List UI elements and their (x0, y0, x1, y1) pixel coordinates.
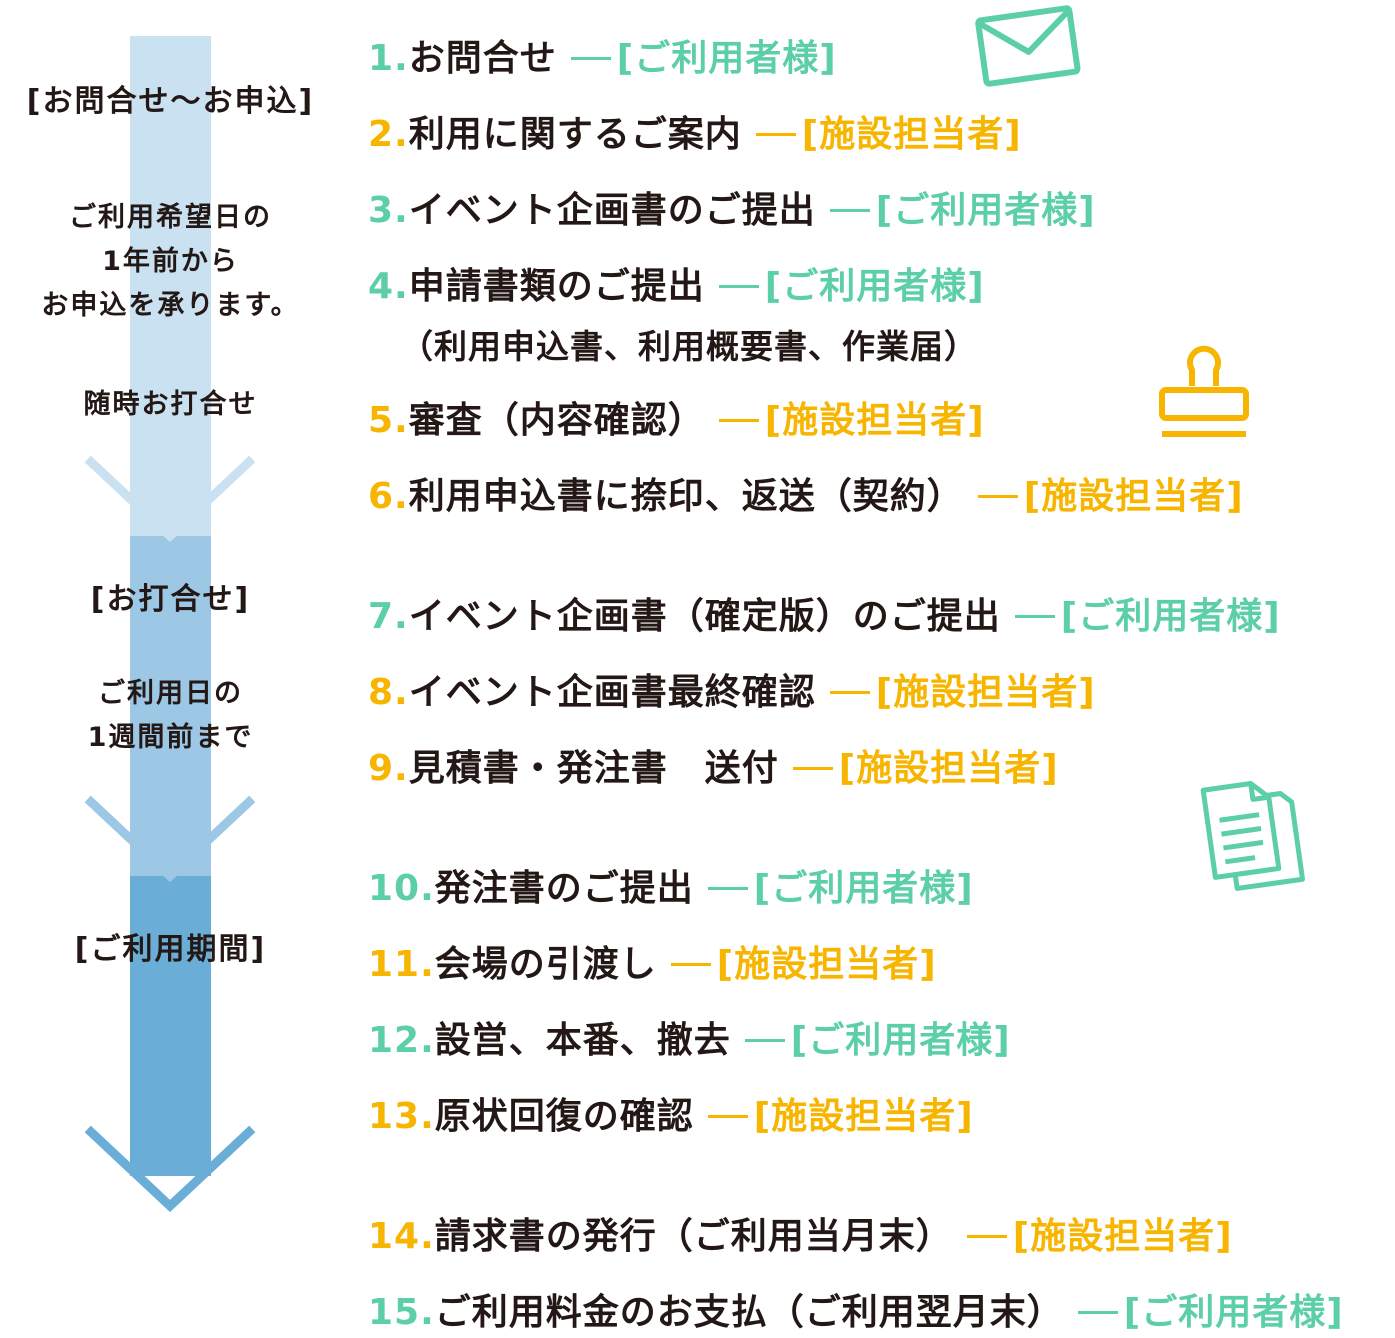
role-tag-user: [ご利用者様] (1001, 596, 1281, 637)
note-line: お申込を承ります。 (41, 290, 300, 321)
step-4: 4.申請書類のご提出[ご利用者様] (368, 262, 985, 312)
step-text: 会場の引渡し (434, 944, 657, 985)
step-text: ご利用料金のお支払（ご利用翌月末） (434, 1292, 1064, 1333)
role-tag-user: [ご利用者様] (557, 38, 837, 79)
step-8: 8.イベント企画書最終確認[施設担当者] (368, 668, 1096, 718)
role-tag-user: [ご利用者様] (816, 190, 1096, 231)
step-number: 3. (368, 190, 409, 231)
step-number: 8. (368, 672, 409, 713)
step-15: 15.ご利用料金のお支払（ご利用翌月末）[ご利用者様] (368, 1288, 1344, 1338)
step-2: 2.利用に関するご案内[施設担当者] (368, 110, 1022, 160)
documents-icon (1200, 781, 1306, 891)
step-10: 10.発注書のご提出[ご利用者様] (368, 864, 974, 914)
role-tag-user: [ご利用者様] (1064, 1292, 1344, 1333)
step-number: 11. (368, 944, 435, 985)
step-text: 見積書・発注書 送付 (408, 748, 779, 789)
role-tag-staff: [施設担当者] (705, 400, 985, 441)
timeline-segment-inquiry (130, 36, 211, 536)
step-4-subtext: （利用申込書、利用概要書、作業届） (400, 327, 978, 366)
step-text: 審査（内容確認） (408, 400, 705, 441)
step-number: 2. (368, 114, 409, 155)
step-text: イベント企画書（確定版）のご提出 (408, 596, 1001, 637)
step-12: 12.設営、本番、撤去[ご利用者様] (368, 1016, 1011, 1066)
role-tag-user: [ご利用者様] (705, 266, 985, 307)
step-text: 設営、本番、撤去 (434, 1020, 731, 1061)
step-number: 13. (368, 1096, 435, 1137)
note-line: ご利用日の (98, 678, 243, 709)
step-11: 11.会場の引渡し[施設担当者] (368, 940, 937, 990)
step-text: 申請書類のご提出 (408, 266, 705, 307)
step-text: イベント企画書のご提出 (408, 190, 816, 231)
step-number: 6. (368, 476, 409, 517)
timeline-chevron-1 (84, 455, 256, 543)
step-text: 発注書のご提出 (434, 868, 694, 909)
step-number: 4. (368, 266, 409, 307)
phase-label-meeting: [お打合せ] (90, 582, 251, 617)
note-line: ご利用希望日の (69, 202, 272, 233)
step-number: 7. (368, 596, 409, 637)
step-13: 13.原状回復の確認[施設担当者] (368, 1092, 974, 1142)
note-line: 1週間前まで (87, 722, 254, 753)
step-number: 5. (368, 400, 409, 441)
step-14: 14.請求書の発行（ご利用当月末）[施設担当者] (368, 1212, 1233, 1262)
step-text: 利用申込書に捺印、返送（契約） (408, 476, 964, 517)
role-tag-staff: [施設担当者] (779, 748, 1059, 789)
phase-meeting-note: 随時お打合せ (83, 389, 258, 420)
step-number: 14. (368, 1216, 435, 1257)
step-1: 1.お問合せ[ご利用者様] (368, 34, 837, 84)
step-text: 原状回復の確認 (434, 1096, 694, 1137)
step-text: イベント企画書最終確認 (408, 672, 816, 713)
role-tag-staff: [施設担当者] (657, 944, 937, 985)
step-text: お問合せ (408, 38, 557, 79)
phase-label-inquiry: [お問合せ〜お申込] (26, 84, 315, 119)
step-text: 利用に関するご案内 (408, 114, 742, 155)
role-tag-user: [ご利用者様] (731, 1020, 1011, 1061)
stamp-icon (1159, 345, 1249, 437)
step-number: 15. (368, 1292, 435, 1333)
step-number: 9. (368, 748, 409, 789)
phase-note-inquiry: ご利用希望日の 1年前から お申込を承ります。 (0, 196, 341, 328)
role-tag-staff: [施設担当者] (953, 1216, 1233, 1257)
step-9: 9.見積書・発注書 送付[施設担当者] (368, 744, 1059, 794)
timeline-chevron-2 (84, 795, 256, 883)
role-tag-staff: [施設担当者] (694, 1096, 974, 1137)
step-6: 6.利用申込書に捺印、返送（契約）[施設担当者] (368, 472, 1244, 522)
step-number: 1. (368, 38, 409, 79)
step-number: 10. (368, 868, 435, 909)
step-text: 請求書の発行（ご利用当月末） (434, 1216, 953, 1257)
timeline-arrowhead (84, 1125, 256, 1213)
phase-label-usage: [ご利用期間] (74, 932, 267, 967)
step-5: 5.審査（内容確認）[施設担当者] (368, 396, 985, 446)
role-tag-staff: [施設担当者] (964, 476, 1244, 517)
phase-note-meeting: ご利用日の 1週間前まで (0, 672, 341, 760)
note-line: 1年前から (102, 246, 239, 277)
timeline-segment-meeting (130, 536, 211, 876)
role-tag-user: [ご利用者様] (694, 868, 974, 909)
role-tag-staff: [施設担当者] (816, 672, 1096, 713)
timeline-segment-usage (130, 876, 211, 1176)
envelope-icon (975, 5, 1081, 87)
step-3: 3.イベント企画書のご提出[ご利用者様] (368, 186, 1096, 236)
step-7: 7.イベント企画書（確定版）のご提出[ご利用者様] (368, 592, 1281, 642)
role-tag-staff: [施設担当者] (742, 114, 1022, 155)
step-number: 12. (368, 1020, 435, 1061)
